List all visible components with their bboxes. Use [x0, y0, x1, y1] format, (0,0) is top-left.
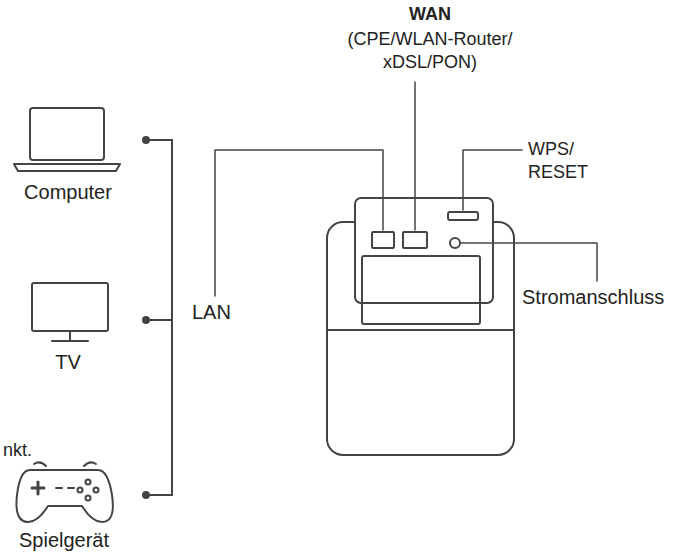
label: TV [55, 350, 81, 374]
label: (CPE/WLAN-Router/ xDSL/PON) [330, 28, 530, 75]
label: WAN [409, 4, 451, 26]
lan-port [372, 232, 394, 248]
label: Stromanschluss [522, 285, 664, 309]
power-socket [450, 238, 460, 248]
label: LAN [192, 300, 231, 324]
leader-lines [215, 82, 597, 296]
tv-icon [32, 283, 108, 341]
label: Spielgerät [19, 528, 109, 552]
wps-button [448, 212, 478, 220]
router-body [327, 198, 514, 455]
label: nkt. [3, 440, 32, 462]
label: WPS/ RESET [528, 138, 608, 185]
lan-bracket [143, 137, 172, 498]
label: Computer [24, 180, 112, 204]
wan-port [403, 232, 427, 248]
gamepad-icon [16, 462, 112, 522]
computer-icon [14, 108, 120, 171]
